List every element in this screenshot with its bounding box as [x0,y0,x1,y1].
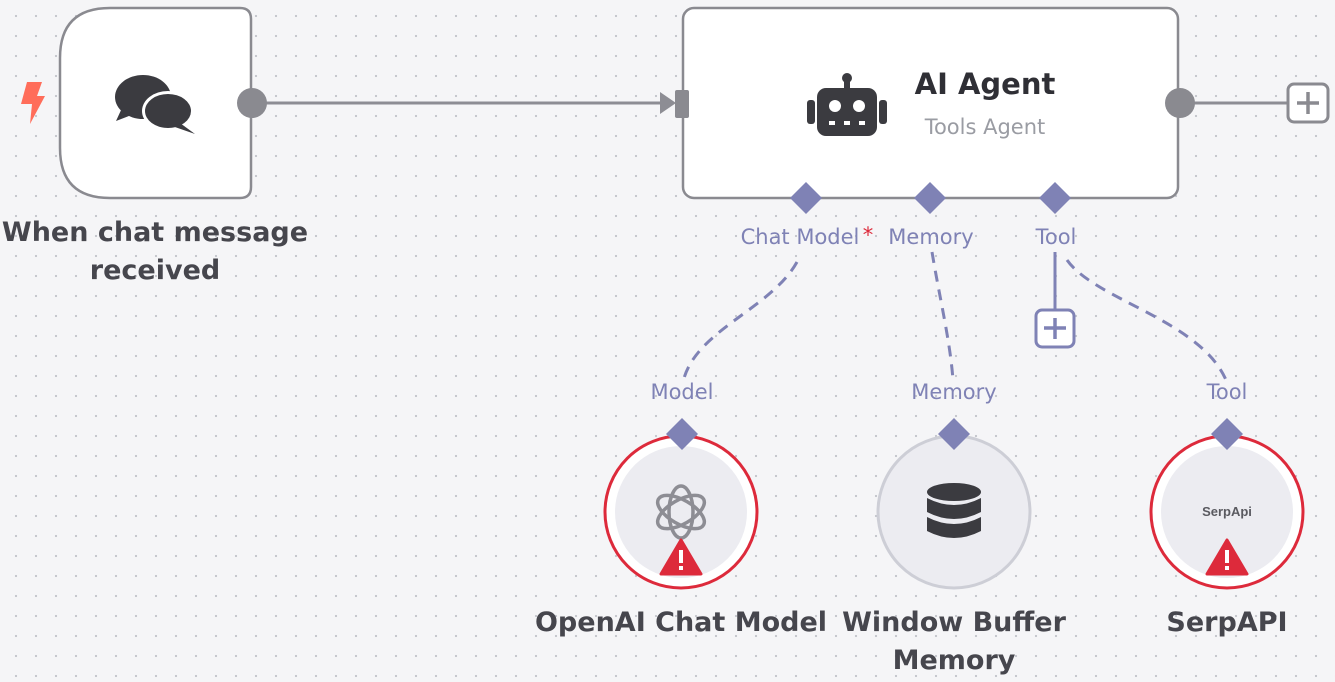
openai-chat-model-node[interactable] [603,434,759,590]
main-connection-arrow [660,92,676,114]
warning-icon [1205,538,1249,576]
memory-input-handle[interactable] [914,182,946,214]
tool-output-label: Tool [1206,380,1248,404]
tool-input-label: Tool [1035,225,1077,249]
serpapi-icon: SerpApi [1202,504,1252,519]
serpapi-node[interactable]: SerpApi [1149,434,1305,590]
tool-connection-line[interactable] [1065,259,1228,381]
agent-node[interactable]: AI Agent Tools Agent [681,6,1180,200]
memory-output-handle[interactable] [938,418,970,450]
agent-input-handle[interactable] [675,90,689,118]
trigger-output-handle[interactable] [237,88,267,118]
memory-connection-line[interactable] [930,251,955,381]
chat-model-input-label: Chat Model [741,225,860,249]
robot-icon [807,73,887,136]
model-output-label: Model [650,380,713,404]
add-tool-button[interactable] [1034,308,1076,349]
memory-input-label: Memory [888,225,973,249]
chat-model-input-handle[interactable] [790,182,822,214]
warning-icon [659,538,703,576]
add-next-node-button[interactable] [1286,82,1330,124]
window-buffer-memory-node[interactable] [876,434,1032,590]
database-icon [927,483,981,538]
model-output-handle[interactable] [666,418,698,450]
openai-chat-model-label: OpenAI Chat Model [534,607,828,638]
agent-output-handle[interactable] [1165,88,1195,118]
agent-title: AI Agent [915,67,1056,101]
tool-input-handle[interactable] [1039,182,1071,214]
model-connection-line[interactable] [681,261,799,383]
required-mark: * [863,223,874,247]
lightning-icon [21,82,45,124]
window-buffer-memory-label: Window Buffer Memory [842,607,1066,676]
openai-icon [655,484,707,540]
trigger-node-label: When chat message received [1,217,309,286]
agent-subtitle: Tools Agent [924,115,1046,139]
chat-bubbles-icon [115,75,195,134]
serpapi-label: SerpAPI [1166,607,1288,638]
memory-output-label: Memory [911,380,996,404]
tool-output-handle[interactable] [1211,418,1243,450]
trigger-node[interactable] [58,6,253,200]
